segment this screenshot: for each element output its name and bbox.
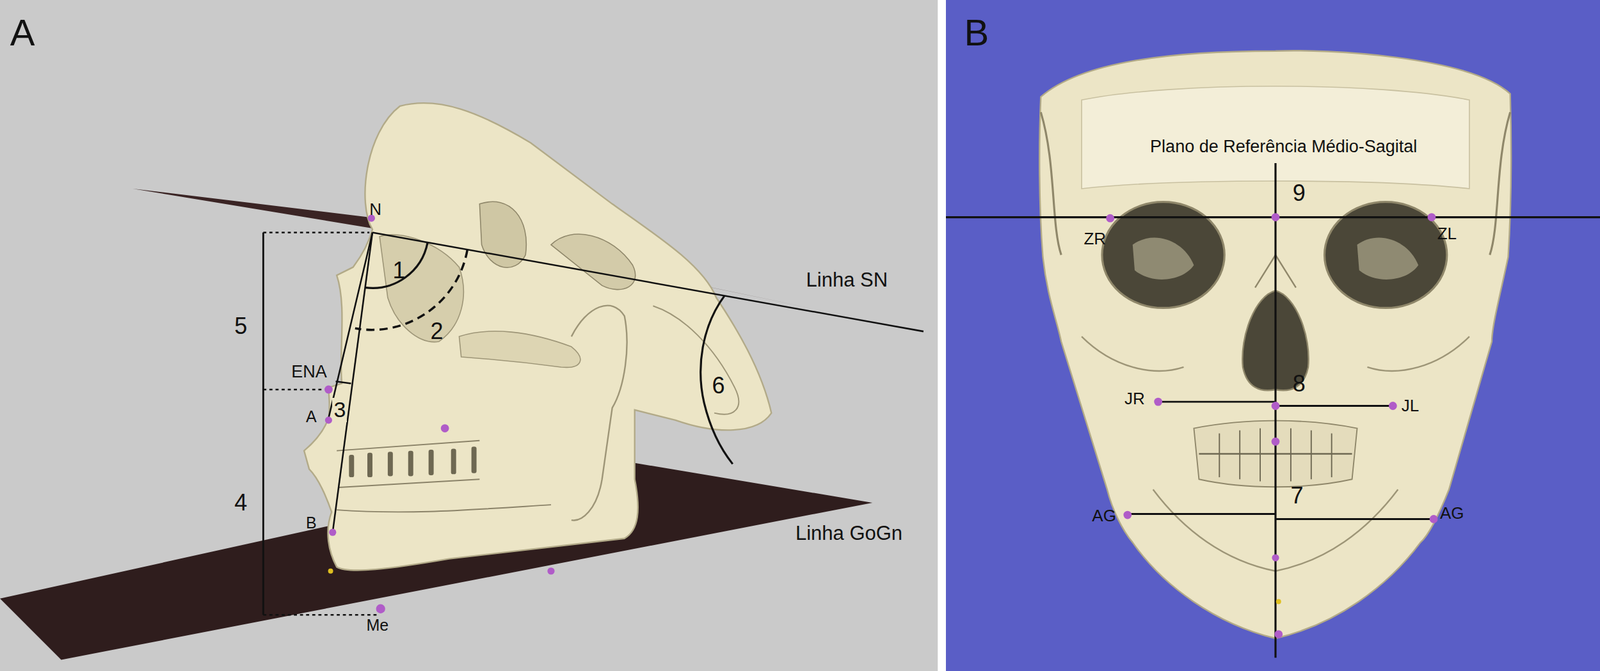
- callout-number: 2: [430, 318, 443, 345]
- callout-number: 1: [392, 257, 406, 284]
- landmark-label: ZR: [1083, 229, 1106, 249]
- panel-letter: B: [963, 12, 989, 54]
- callout-number: 3: [332, 398, 347, 422]
- callout-number: 5: [234, 313, 248, 340]
- callout-number: 6: [711, 373, 725, 399]
- landmark-label: B: [305, 514, 317, 533]
- landmark-label: JL: [1401, 396, 1419, 416]
- landmark-label: Me: [366, 616, 390, 635]
- callout-number: 8: [1292, 371, 1306, 397]
- landmark-label: A: [305, 408, 317, 427]
- plane-label: Plano de Referência Médio-Sagital: [1150, 137, 1417, 157]
- landmark-label: ZL: [1437, 224, 1457, 244]
- callout-number: 9: [1292, 180, 1306, 207]
- callout-number: 4: [234, 490, 248, 516]
- landmark-label: N: [369, 200, 382, 219]
- landmark-label: JR: [1124, 389, 1145, 409]
- panel-letter: A: [10, 12, 36, 54]
- landmark-label: ENA: [291, 362, 328, 383]
- line-label: Linha SN: [806, 269, 889, 292]
- callout-number: 7: [1290, 483, 1304, 509]
- line-label: Linha GoGn: [795, 522, 903, 545]
- landmark-label: AG: [1440, 504, 1465, 523]
- landmark-label: AG: [1091, 506, 1117, 526]
